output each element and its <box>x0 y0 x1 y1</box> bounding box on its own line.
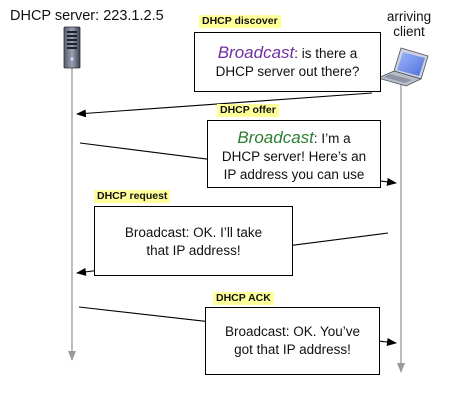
client-label: arriving client <box>372 9 446 39</box>
request-line2: that IP address! <box>146 243 241 258</box>
discover-broadcast-word: Broadcast <box>217 43 295 62</box>
offer-line3: IP address you can use <box>223 167 365 182</box>
request-bubble: Broadcast: OK. I’ll take that IP address… <box>94 206 293 276</box>
client-label-line2: client <box>393 24 425 39</box>
offer-label: DHCP offer <box>217 104 279 117</box>
discover-label: DHCP discover <box>199 15 281 28</box>
request-line1: Broadcast: OK. I’ll take <box>124 225 263 240</box>
laptop-icon <box>376 47 429 87</box>
ack-line2: got that IP address! <box>234 342 351 357</box>
discover-arrow <box>76 92 373 118</box>
offer-broadcast-word: Broadcast <box>237 128 314 147</box>
offer-line1: Broadcast: I’m a <box>208 129 380 148</box>
ack-line1: Broadcast: OK. You’ve <box>224 324 361 339</box>
ack-label: DHCP ACK <box>213 292 274 305</box>
discover-bubble: Broadcast: is there a DHCP server out th… <box>194 32 381 92</box>
server-tower-icon <box>63 26 81 69</box>
discover-line2: DHCP server out there? <box>215 64 360 79</box>
discover-line1: Broadcast: is there a <box>195 44 380 63</box>
offer-line1-rest: : I’m a <box>313 131 351 146</box>
offer-line2: DHCP server! Here’s an <box>221 149 367 164</box>
ack-bubble: Broadcast: OK. You’ve got that IP addres… <box>205 307 380 375</box>
offer-bubble: Broadcast: I’m a DHCP server! Here’s an … <box>207 120 381 188</box>
client-label-line1: arriving <box>386 9 432 24</box>
server-label: DHCP server: 223.1.2.5 <box>10 8 164 24</box>
discover-line1-rest: : is there a <box>294 46 358 61</box>
request-label: DHCP request <box>94 190 171 203</box>
